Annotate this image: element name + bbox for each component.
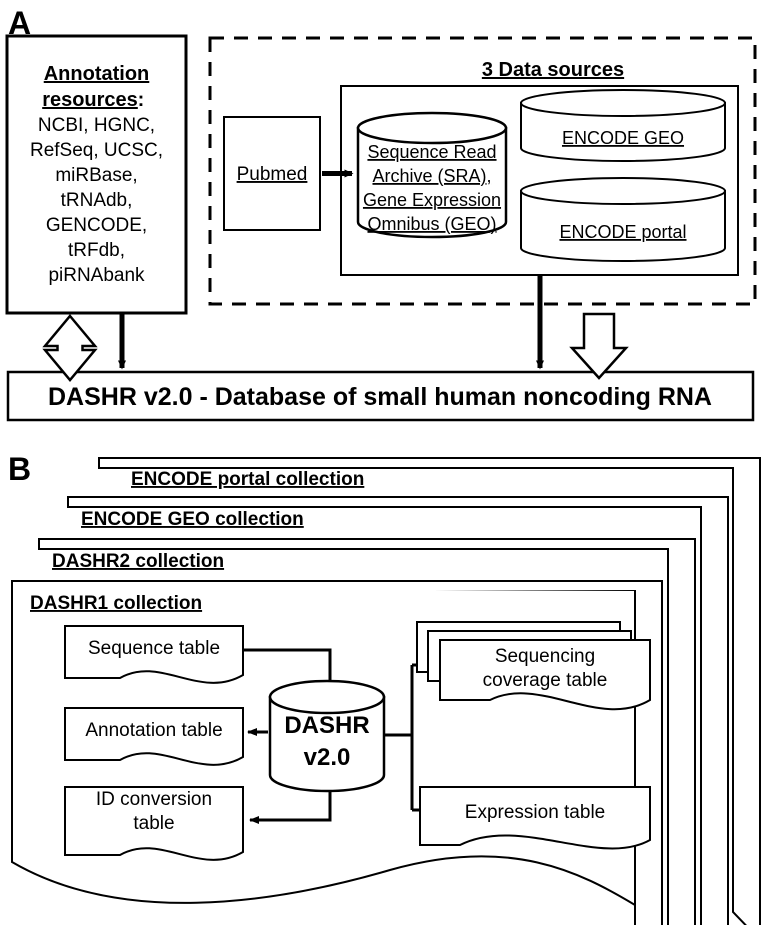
annotation-resources-box bbox=[5, 34, 188, 315]
annotation-resource-item: NCBI, HGNC, bbox=[38, 115, 155, 136]
arrow-db-to-id-conversion-table bbox=[249, 785, 332, 824]
sequence-table-document bbox=[64, 625, 244, 684]
expression-table-label: Expression table bbox=[465, 802, 605, 823]
data-sources-title: 3 Data sources bbox=[482, 59, 624, 81]
annotation-resource-item: GENCODE, bbox=[46, 215, 147, 236]
dashr-banner-text: DASHR v2.0 - Database of small human non… bbox=[48, 383, 712, 411]
collection-label-dashr2: DASHR2 collection bbox=[52, 551, 224, 572]
collection-layer-dashr2 bbox=[38, 538, 696, 925]
sequence-table-label: Sequence table bbox=[88, 638, 220, 659]
annotation-resources-title-line2: resources bbox=[42, 89, 138, 111]
annotation-resources-title-line1: Annotation bbox=[44, 63, 150, 85]
pubmed-box bbox=[223, 116, 321, 231]
dashr-database-cylinder bbox=[268, 679, 386, 793]
collection-layer-encode-geo bbox=[67, 496, 729, 925]
encode-geo-label: ENCODE GEO bbox=[562, 128, 684, 148]
id-conversion-table-label-line2: table bbox=[133, 813, 174, 834]
panel-label-a: A bbox=[8, 5, 31, 41]
collection-label-encode-portal: ENCODE portal collection bbox=[131, 469, 364, 490]
annotation-table-document bbox=[64, 707, 244, 766]
data-sources-dashed-container bbox=[208, 36, 757, 306]
outline-down-arrow bbox=[569, 312, 629, 380]
panel-label-b: B bbox=[8, 451, 31, 487]
id-conversion-table-document bbox=[64, 786, 244, 861]
sra-geo-label-line: Sequence Read bbox=[367, 142, 496, 162]
collection-layer-encode-portal bbox=[98, 457, 761, 925]
annotation-table-label: Annotation table bbox=[85, 720, 222, 741]
sra-geo-label-line: Gene Expression bbox=[363, 190, 501, 210]
annotation-resources-title-colon: : bbox=[138, 89, 145, 111]
sra-geo-label-line: Archive (SRA), bbox=[372, 166, 491, 186]
collection-label-dashr1: DASHR1 collection bbox=[30, 593, 202, 614]
encode-portal-cylinder bbox=[520, 177, 726, 262]
annotation-resource-item: tRNAdb, bbox=[61, 190, 133, 211]
pubmed-label: Pubmed bbox=[237, 164, 308, 185]
collection-label-encode-geo: ENCODE GEO collection bbox=[81, 509, 304, 530]
sra-geo-label-line: Omnibus (GEO) bbox=[367, 214, 496, 234]
dashr-banner-box bbox=[6, 370, 755, 422]
bidirectional-outline-arrow bbox=[42, 314, 98, 382]
annotation-resource-item: miRBase, bbox=[55, 165, 137, 186]
annotation-resource-item: RefSeq, UCSC, bbox=[30, 140, 163, 161]
encode-geo-cylinder bbox=[520, 89, 726, 162]
expression-table-document bbox=[419, 786, 651, 850]
dashr-database-label-line1: DASHR bbox=[284, 712, 369, 739]
sra-geo-cylinder bbox=[356, 111, 508, 239]
sequencing-coverage-table-label-line2: coverage table bbox=[483, 670, 608, 691]
annotation-resource-item: tRFdb, bbox=[68, 240, 125, 261]
sequencing-coverage-table-label-line1: Sequencing bbox=[495, 646, 595, 667]
dashr-database-label-line2: v2.0 bbox=[304, 744, 351, 771]
sequencing-coverage-table-stack bbox=[416, 621, 651, 711]
annotation-resource-item: piRNAbank bbox=[48, 265, 145, 286]
id-conversion-table-label-line1: ID conversion bbox=[96, 789, 212, 810]
encode-portal-label: ENCODE portal bbox=[559, 222, 686, 242]
